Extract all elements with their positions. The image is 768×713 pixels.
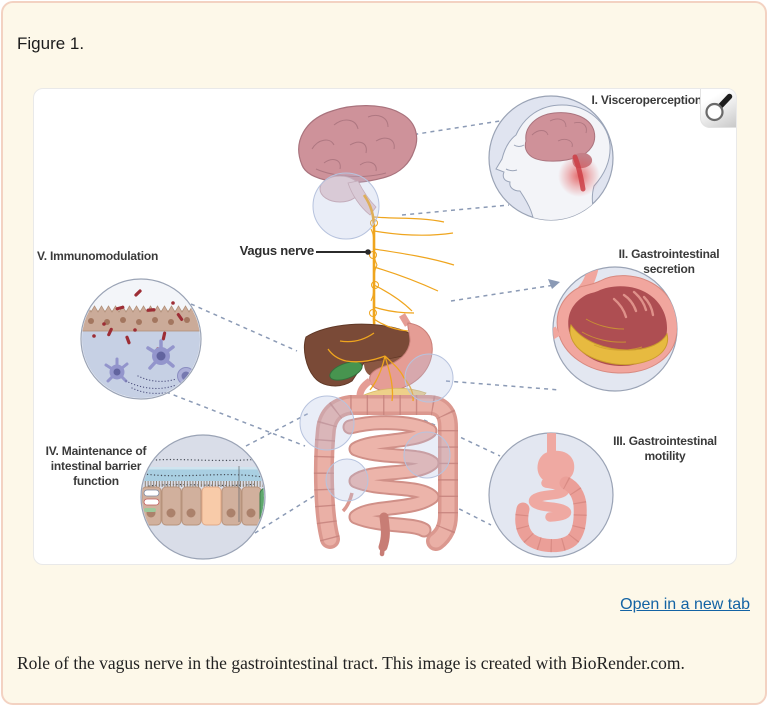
- highlight-circles: [299, 172, 454, 502]
- gallbladder-illustration: [329, 361, 363, 381]
- figure-image[interactable]: I. Visceroperception II. Gastrointestina…: [33, 88, 737, 565]
- vagus-nerve-label: Vagus nerve: [239, 243, 315, 258]
- small-intestine-illustration: [342, 415, 440, 538]
- figure-number: Figure 1.: [17, 34, 85, 53]
- figure-caption: Role of the vagus nerve in the gastroint…: [17, 653, 685, 673]
- brain-illustration: [298, 105, 418, 216]
- rectum-illustration: [378, 512, 390, 557]
- callout-label-gastric-motility: III. Gastrointestinal motility: [613, 434, 717, 463]
- callout-visceroperception: [488, 95, 614, 221]
- vagus-nerve-illustration: [80, 95, 678, 560]
- callout-intestinal-barrier: [140, 434, 266, 560]
- callout-label-intestinal-barrier: IV. Maintenance of intestinal barrier fu…: [45, 444, 147, 488]
- callout-gastric-motility: [488, 432, 614, 558]
- large-intestine-illustration: [313, 395, 458, 551]
- vagus-abdominal-branches: [327, 306, 415, 402]
- zoom-figure-button[interactable]: [700, 89, 736, 128]
- callout-immunomodulation: [80, 278, 202, 400]
- callout-label-immunomodulation: V. Immunomodulation: [37, 249, 159, 263]
- callout-label-gastric-secretion: II. Gastrointestinal secretion: [618, 247, 720, 276]
- vagus-pointer-arrow: [316, 249, 371, 255]
- callout-label-visceroperception: I. Visceroperception: [591, 93, 703, 107]
- open-in-new-tab-link[interactable]: Open in a new tab: [620, 596, 750, 613]
- callout-gastric-secretion: [552, 266, 678, 392]
- magnifying-glass-icon: [705, 93, 733, 122]
- stomach-illustration: [356, 313, 433, 397]
- connector-arrowhead: [548, 279, 560, 289]
